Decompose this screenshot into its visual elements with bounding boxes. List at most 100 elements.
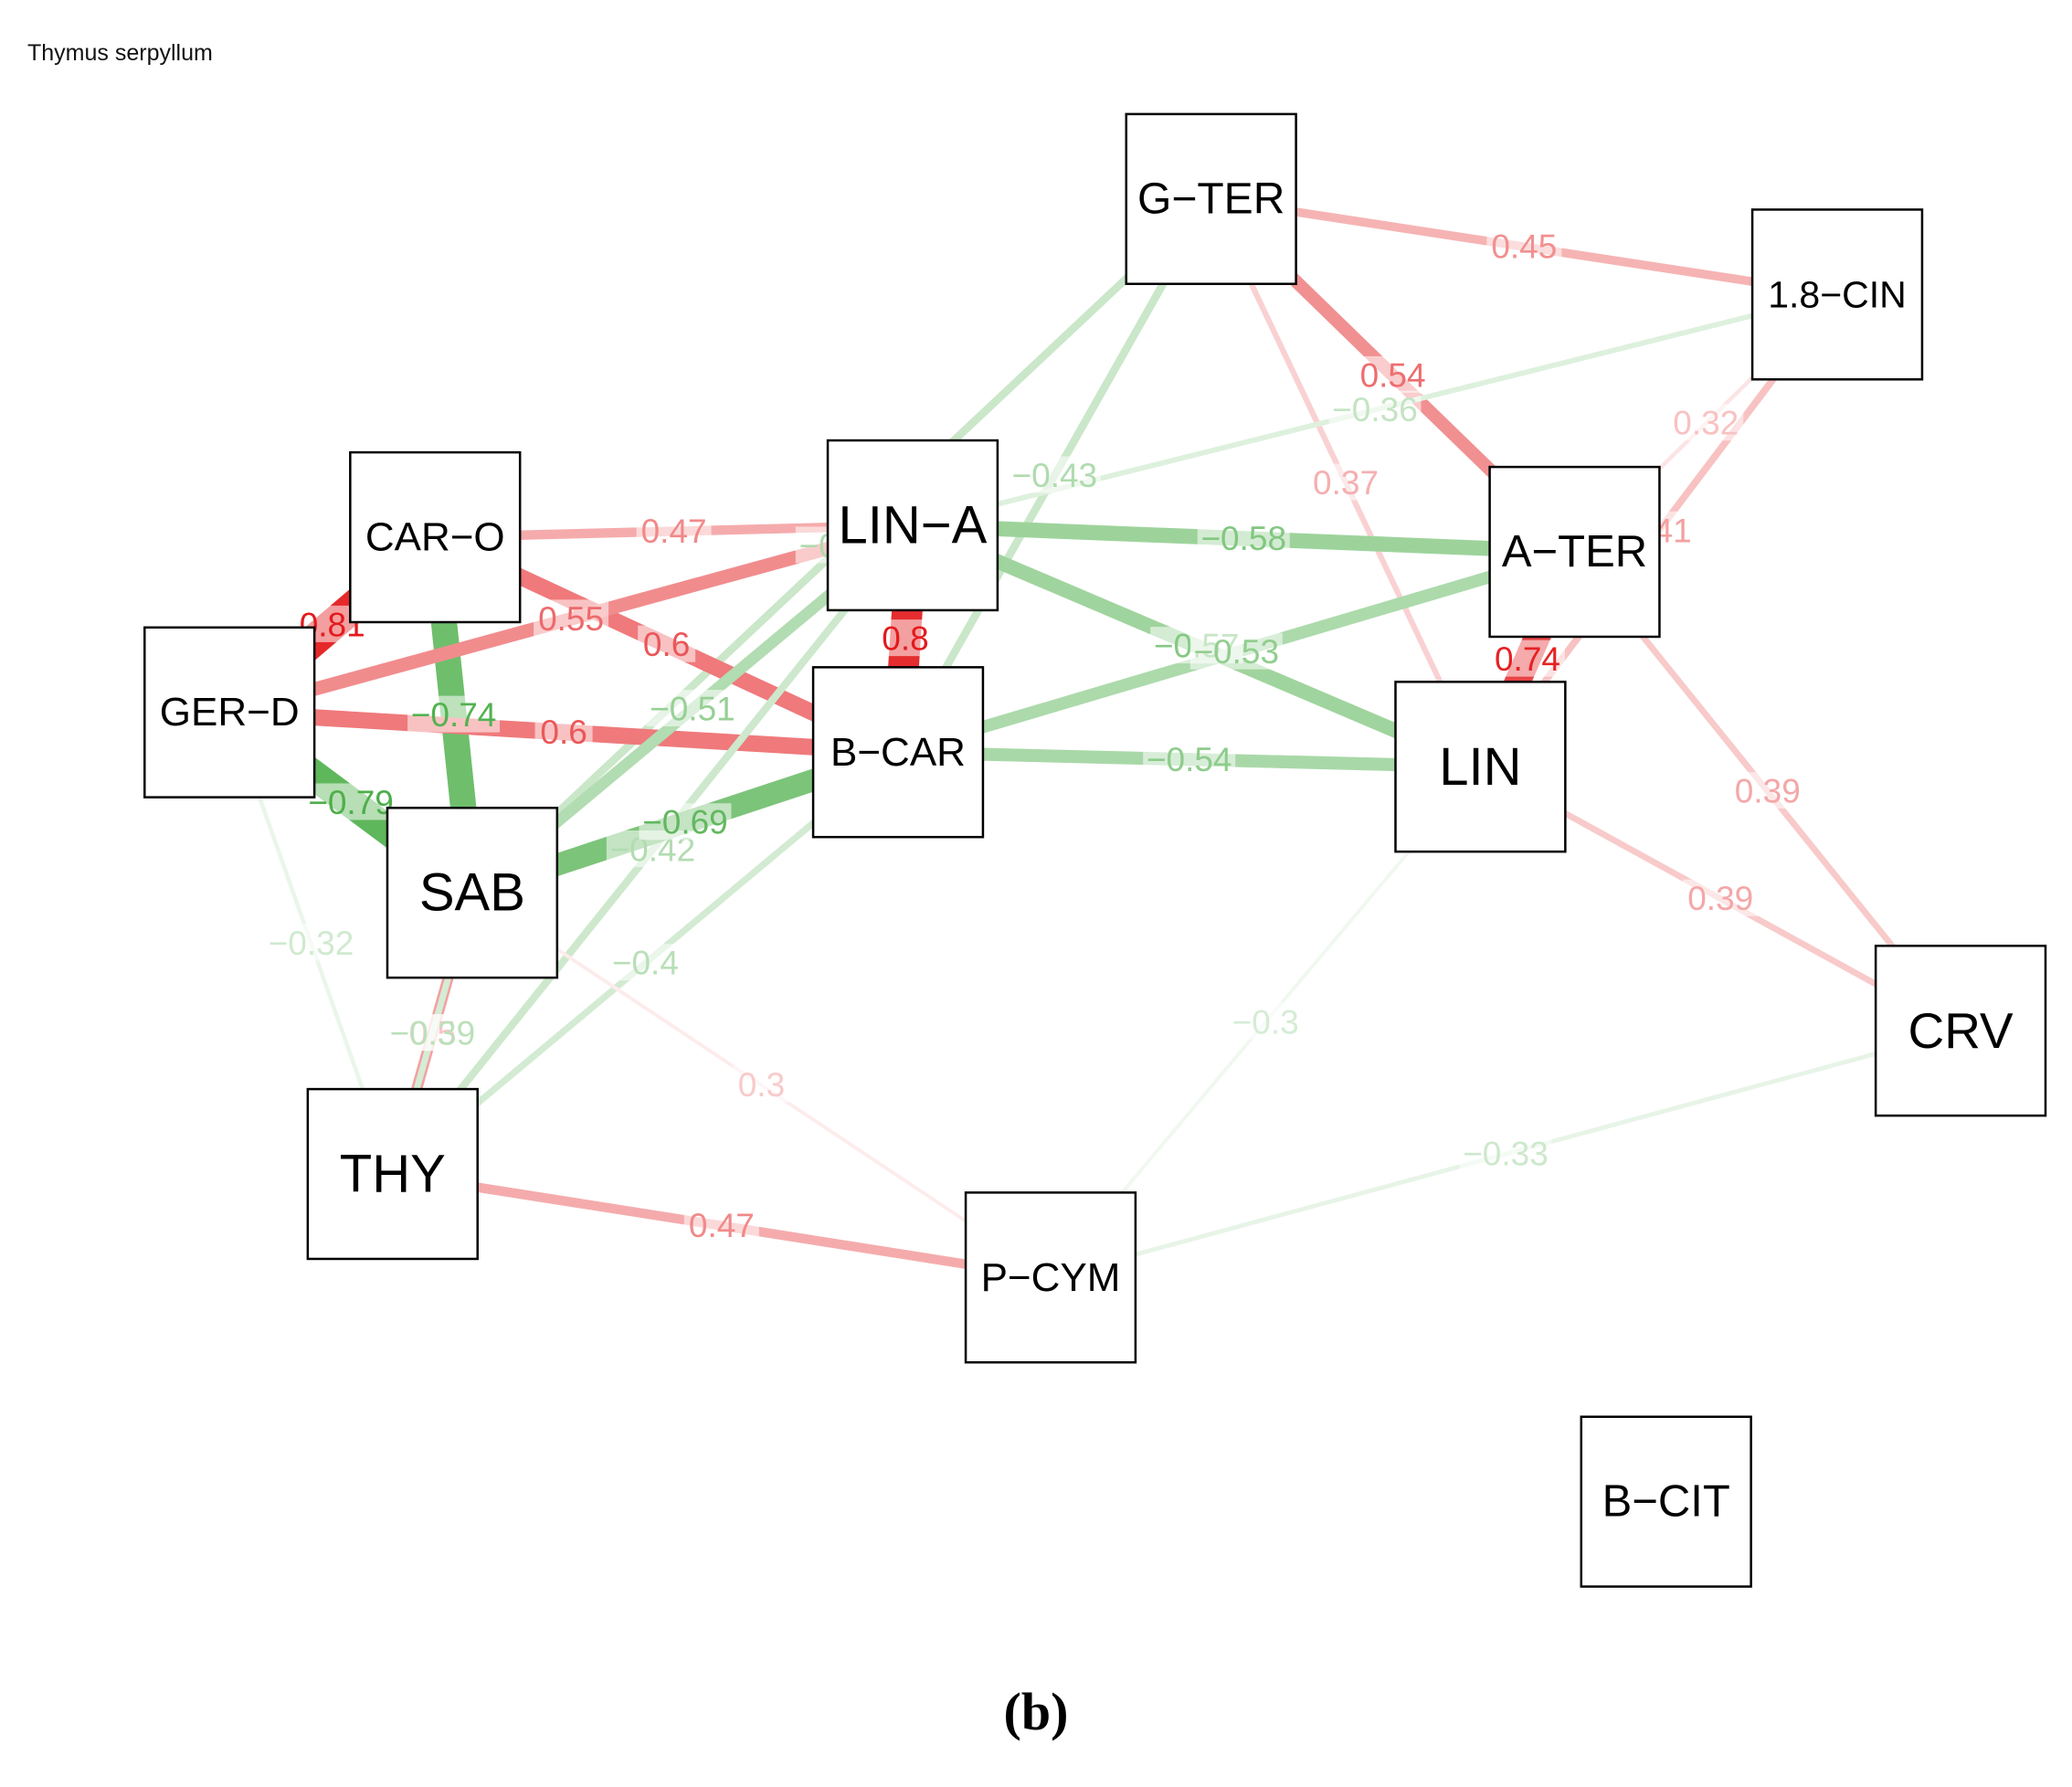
edge-label-background bbox=[534, 599, 609, 637]
node-p-cym: P−CYM bbox=[964, 1191, 1137, 1364]
edge-label-background bbox=[1489, 640, 1565, 677]
edge-label: −0.79 bbox=[308, 784, 394, 821]
edge-label-background bbox=[1683, 879, 1759, 916]
edge-label: −0.54 bbox=[1147, 741, 1232, 778]
node-sab: SAB bbox=[386, 807, 559, 979]
edge-label: −0.51 bbox=[650, 691, 735, 728]
node-box bbox=[811, 666, 985, 839]
edge-label-background bbox=[386, 1014, 479, 1052]
edge-label: 0.45 bbox=[1491, 228, 1557, 266]
edge-label-background bbox=[304, 783, 397, 820]
node-box bbox=[386, 807, 559, 979]
edge-label: −0.69 bbox=[642, 804, 728, 841]
node-b-car: B−CAR bbox=[811, 666, 985, 839]
edge-label: −0.43 bbox=[1012, 457, 1098, 494]
edge-label: 0.47 bbox=[641, 513, 707, 550]
edge-label-background bbox=[1486, 227, 1562, 265]
node-box bbox=[1874, 945, 2047, 1117]
node-thy: THY bbox=[306, 1087, 479, 1261]
edge-label-background bbox=[1008, 456, 1101, 493]
edge-label: 0.6 bbox=[540, 714, 587, 751]
edge-label: −0.36 bbox=[1332, 391, 1418, 428]
node-label: LIN bbox=[1439, 737, 1521, 797]
edge-label: −0.58 bbox=[1200, 520, 1286, 557]
node-label: B−CIT bbox=[1602, 1477, 1730, 1527]
edge-label-background bbox=[1328, 390, 1422, 428]
edge-label-background bbox=[1355, 355, 1431, 393]
edge-label-background bbox=[732, 1065, 790, 1103]
edge-label-background bbox=[683, 1206, 759, 1243]
nodes-layer: G−TER 1.8−CIN CAR−O LIN−A A−TER GER−D B−CAR LIN… bbox=[143, 112, 2047, 1588]
panel-label: (b) bbox=[1003, 1682, 1069, 1741]
edge-label-background bbox=[1197, 519, 1290, 556]
edge-label-background bbox=[1189, 632, 1283, 670]
edge-label: −0.32 bbox=[269, 925, 354, 962]
node-box bbox=[306, 1087, 479, 1261]
edge-label-background bbox=[407, 695, 501, 733]
node-label: LIN−A bbox=[839, 495, 988, 555]
edge-label-background bbox=[1729, 772, 1805, 809]
edge-label: −0.3 bbox=[1232, 1003, 1299, 1041]
edge-label: −0.53 bbox=[1193, 633, 1279, 671]
edge-label-background bbox=[1143, 740, 1236, 777]
node-box bbox=[1394, 681, 1567, 853]
node-box bbox=[826, 439, 999, 612]
node-lin: LIN bbox=[1394, 681, 1567, 853]
node-b-cit: B−CIT bbox=[1580, 1415, 1752, 1588]
edge-label: −0.33 bbox=[1463, 1136, 1549, 1173]
edge-label: −0.4 bbox=[612, 945, 679, 982]
node-label: CAR−O bbox=[365, 515, 505, 560]
node-car-o: CAR−O bbox=[349, 450, 522, 624]
edge-label-background bbox=[639, 803, 732, 841]
node-box bbox=[964, 1191, 1137, 1364]
diagram-title: Thymus serpyllum bbox=[27, 40, 213, 66]
node-ger-d: GER−D bbox=[143, 626, 316, 798]
node-label: G−TER bbox=[1137, 174, 1284, 223]
node-label: P−CYM bbox=[981, 1255, 1121, 1300]
edge-labels-layer: 0.450.540.37−0.43−0.43−0.360.320.410.470… bbox=[264, 227, 1805, 1244]
node-label: SAB bbox=[419, 863, 525, 923]
edge-label-background bbox=[1228, 1002, 1304, 1040]
edges-layer bbox=[213, 192, 1964, 1283]
node-box bbox=[1750, 208, 1924, 381]
edge-label-background bbox=[876, 619, 935, 657]
edge-label: 0.39 bbox=[1735, 773, 1801, 810]
edge-label-background bbox=[638, 625, 696, 662]
edge-label: −0.74 bbox=[411, 696, 497, 734]
node-crv: CRV bbox=[1874, 945, 2047, 1117]
edge-label-background bbox=[1308, 463, 1384, 501]
edge-label-background bbox=[608, 944, 683, 981]
node-box bbox=[349, 450, 522, 624]
edge-label: 0.37 bbox=[1313, 464, 1379, 502]
edge-label-background bbox=[534, 713, 593, 750]
edge-label: 0.55 bbox=[538, 600, 604, 638]
node-label: A−TER bbox=[1502, 527, 1647, 576]
edge-label: 0.3 bbox=[738, 1066, 785, 1104]
edge-label: 0.32 bbox=[1673, 405, 1739, 442]
edge-label-background bbox=[646, 690, 739, 727]
node-box bbox=[1580, 1415, 1752, 1588]
node-a-ter: A−TER bbox=[1488, 465, 1661, 639]
node-box bbox=[1488, 465, 1661, 639]
node-label: GER−D bbox=[160, 690, 300, 735]
edge-label-background bbox=[1668, 404, 1744, 441]
node-1.8-cin: 1.8−CIN bbox=[1750, 208, 1924, 381]
edge-label-background bbox=[1459, 1135, 1552, 1172]
edge-label: 0.54 bbox=[1360, 356, 1426, 394]
edge-label: 0.39 bbox=[1687, 880, 1753, 917]
edge-label: 0.74 bbox=[1495, 640, 1560, 678]
node-lin-a: LIN−A bbox=[826, 439, 999, 612]
node-label: 1.8−CIN bbox=[1768, 273, 1907, 315]
edge-label: −0.39 bbox=[390, 1015, 476, 1052]
edge-label: 0.8 bbox=[882, 620, 928, 658]
edge-label: 0.47 bbox=[689, 1207, 755, 1244]
node-g-ter: G−TER bbox=[1125, 112, 1297, 285]
node-label: THY bbox=[340, 1145, 446, 1204]
node-label: B−CAR bbox=[830, 730, 966, 775]
edge-label: 0.6 bbox=[643, 626, 690, 663]
edge-label-background bbox=[264, 924, 357, 961]
node-label: CRV bbox=[1908, 1002, 2013, 1059]
node-box bbox=[1125, 112, 1297, 285]
edge-label-background bbox=[636, 512, 712, 549]
